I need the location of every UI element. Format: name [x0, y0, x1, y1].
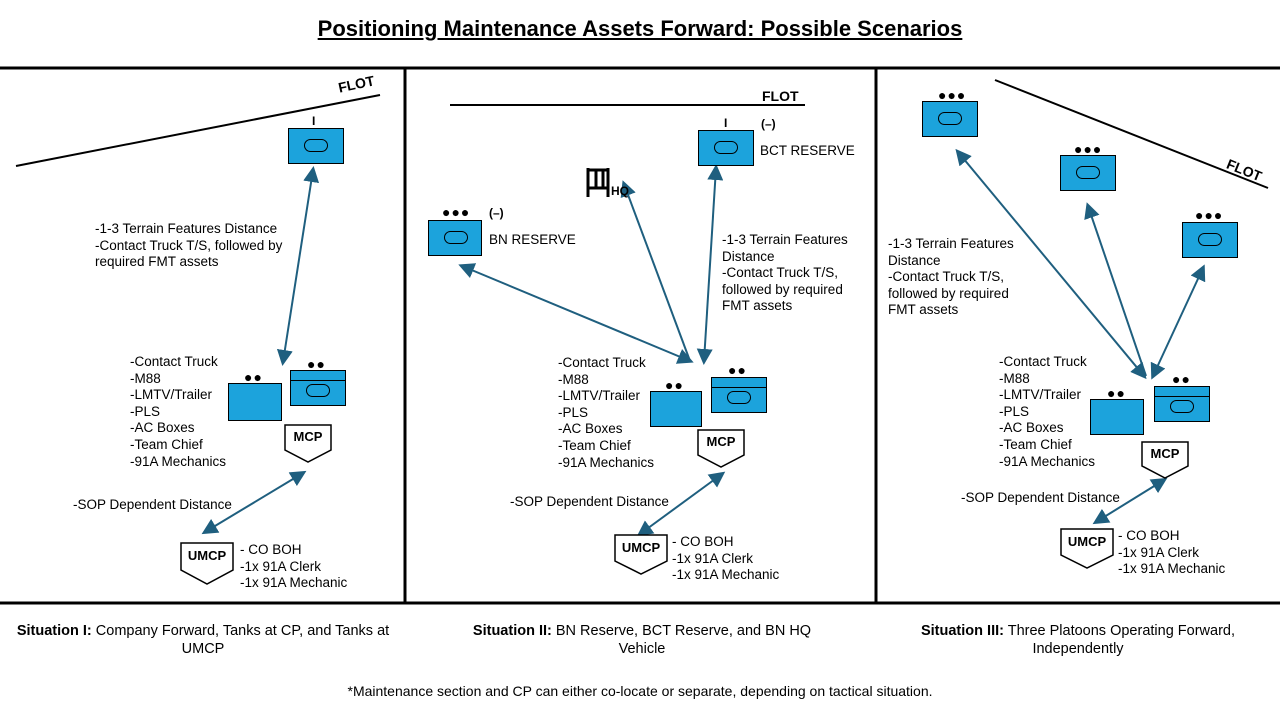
recovery-unit-symbol-2 [711, 377, 767, 413]
assets-list-1: -Contact Truck -M88 -LMTV/Trailer -PLS -… [130, 354, 227, 469]
armor-icon [938, 112, 962, 125]
arrow-p2-bct-reserve [696, 164, 724, 365]
maintenance-team-symbol-2 [650, 391, 702, 427]
armor-icon [1198, 233, 1222, 246]
situation-caption-2: Situation II: BN Reserve, BCT Reserve, a… [452, 622, 832, 658]
arrow-p3-umcp [1092, 477, 1168, 525]
platoon-unit-symbol-3 [1182, 222, 1238, 258]
bn-reserve-unit-symbol [428, 220, 482, 256]
team-dots-icon: ●● [244, 369, 263, 385]
arrow-p2-hq [620, 180, 691, 362]
platoon-dots-icon: ●●● [442, 204, 471, 220]
team-dots-icon: ●● [1172, 371, 1191, 387]
armor-icon [1076, 166, 1100, 179]
umcp-label-3: UMCP [1067, 534, 1107, 549]
company-echelon-1: I [312, 114, 317, 128]
platoon-dots-icon: ●●● [938, 87, 967, 103]
mcp-label-3: MCP [1150, 446, 1180, 461]
maintenance-team-symbol-3 [1090, 399, 1144, 435]
team-dots-icon: ●● [728, 362, 747, 378]
armor-icon [727, 391, 751, 404]
recovery-unit-symbol-3 [1154, 386, 1210, 422]
umcp-label-2: UMCP [621, 540, 661, 555]
terrain-note-1: -1-3 Terrain Features Distance -Contact … [95, 221, 283, 270]
hq-label: HQ [611, 184, 629, 198]
arrow-p1-umcp [201, 470, 307, 535]
platoon-unit-symbol-1 [922, 101, 978, 137]
umcp-label-1: UMCP [187, 548, 227, 563]
flot-line-1 [15, 94, 381, 167]
umcp-list-2: - CO BOH -1x 91A Clerk -1x 91A Mechanic [672, 534, 780, 583]
umcp-list-3: - CO BOH -1x 91A Clerk -1x 91A Mechanic [1118, 528, 1226, 577]
armor-icon [306, 384, 330, 397]
situation-label: Situation I: [16, 623, 92, 639]
company-unit-symbol-1 [288, 128, 344, 164]
mcp-symbol-2 [697, 429, 745, 468]
hq-flag-icon [586, 168, 610, 197]
sop-distance-2: -SOP Dependent Distance [510, 494, 669, 509]
platoon-dots-icon: ●●● [1074, 141, 1103, 157]
assets-list-3: -Contact Truck -M88 -LMTV/Trailer -PLS -… [999, 354, 1096, 469]
mcp-symbol-1 [284, 424, 332, 463]
bct-reserve-mod: (–) [761, 117, 776, 131]
assets-list-2: -Contact Truck -M88 -LMTV/Trailer -PLS -… [558, 355, 655, 470]
situation-text: BN Reserve, BCT Reserve, and BN HQ Vehic… [551, 623, 812, 657]
platoon-dots-icon: ●●● [1195, 207, 1224, 223]
umcp-symbol-2 [614, 534, 668, 575]
umcp-list-1: - CO BOH -1x 91A Clerk -1x 91A Mechanic [240, 542, 348, 591]
situation-caption-3: Situation III: Three Platoons Operating … [888, 622, 1268, 658]
arrow-p3-platoon-1 [955, 148, 1147, 380]
situation-label: Situation II: [472, 623, 552, 639]
team-dots-icon: ●● [1107, 385, 1126, 401]
flot-label-2: FLOT [762, 88, 799, 104]
armor-icon [304, 139, 328, 152]
armor-icon [1170, 400, 1194, 413]
situation-caption-1: Situation I: Company Forward, Tanks at C… [13, 622, 393, 658]
armor-icon [444, 231, 468, 244]
footnote: *Maintenance section and CP can either c… [347, 683, 933, 699]
bct-reserve-label: BCT RESERVE [760, 143, 855, 158]
recovery-unit-symbol-1 [290, 370, 346, 406]
umcp-symbol-1 [180, 542, 234, 585]
maintenance-team-symbol-1 [228, 383, 282, 421]
terrain-note-2: -1-3 Terrain Features Distance -Contact … [722, 232, 848, 314]
arrow-p3-platoon-3 [1150, 264, 1206, 380]
sop-distance-1: -SOP Dependent Distance [73, 497, 232, 512]
company-echelon-2: I [724, 116, 729, 130]
armor-icon [714, 141, 738, 154]
umcp-symbol-3 [1060, 528, 1114, 569]
page-title: Positioning Maintenance Assets Forward: … [317, 16, 963, 41]
bn-reserve-label: BN RESERVE [489, 232, 576, 247]
arrow-p3-platoon-2 [1084, 202, 1147, 377]
bn-reserve-mod: (–) [489, 206, 504, 220]
arrow-p2-bn-reserve [458, 263, 694, 364]
mcp-label-1: MCP [293, 429, 323, 444]
sop-distance-3: -SOP Dependent Distance [961, 490, 1120, 505]
bct-reserve-unit-symbol [698, 130, 754, 166]
arrow-p1-company [276, 166, 320, 366]
team-dots-icon: ●● [665, 377, 684, 393]
terrain-note-3: -1-3 Terrain Features Distance -Contact … [888, 236, 1014, 318]
platoon-unit-symbol-2 [1060, 155, 1116, 191]
situation-text: Company Forward, Tanks at CP, and Tanks … [91, 623, 390, 657]
mcp-symbol-3 [1141, 441, 1189, 479]
situation-text: Three Platoons Operating Forward, Indepe… [1003, 623, 1235, 657]
flot-line-3 [994, 79, 1269, 189]
situation-label: Situation III: [920, 623, 1004, 639]
mcp-label-2: MCP [706, 434, 736, 449]
team-dots-icon: ●● [307, 356, 326, 372]
arrow-p2-umcp [636, 471, 726, 537]
